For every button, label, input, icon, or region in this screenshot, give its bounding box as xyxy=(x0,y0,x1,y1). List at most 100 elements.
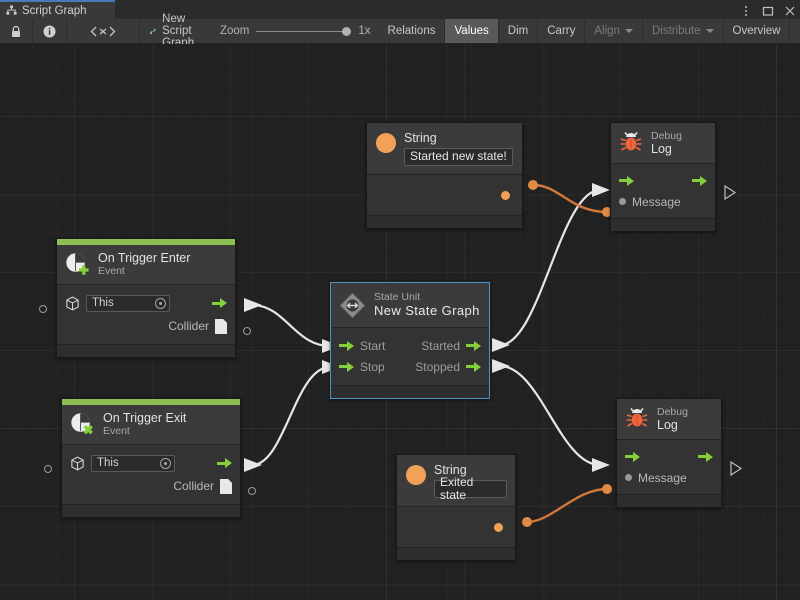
window-maximize-button[interactable] xyxy=(762,4,774,16)
bug-icon xyxy=(626,408,648,427)
target-input-port[interactable] xyxy=(44,465,52,473)
toolbar-button-overview[interactable]: Overview xyxy=(723,19,791,43)
zoom-slider[interactable] xyxy=(256,25,352,37)
node-subtitle: State Unit xyxy=(374,291,421,303)
node-on-trigger-exit[interactable]: On Trigger Exit Event This xyxy=(44,398,256,519)
toolbar-button-align[interactable]: Align xyxy=(585,19,643,43)
toolbar-button-distribute[interactable]: Distribute xyxy=(642,19,724,43)
graph-canvas[interactable]: String Started new state! Deb xyxy=(0,44,800,600)
trigger-flow-output-port[interactable] xyxy=(217,458,232,469)
object-picker-icon[interactable] xyxy=(160,457,171,469)
target-row: This xyxy=(62,451,240,475)
message-port-row: Message xyxy=(617,467,721,488)
toolbar-button-full-scr[interactable]: Full Scr xyxy=(790,19,800,43)
state-unit-icon xyxy=(339,292,366,318)
flow-out-stub-icon[interactable] xyxy=(729,461,743,476)
event-accent-bar xyxy=(57,239,235,245)
zoom-value: 1x xyxy=(358,25,371,37)
close-icon xyxy=(785,6,795,15)
target-input-port[interactable] xyxy=(39,305,47,313)
node-header[interactable]: String Exited state xyxy=(397,455,515,508)
message-input-port[interactable] xyxy=(619,198,626,206)
port-label-stop: Stop xyxy=(360,359,385,374)
lock-button[interactable] xyxy=(0,19,33,43)
node-title: New State Graph xyxy=(374,303,480,319)
target-value: This xyxy=(92,297,114,310)
node-string-top[interactable]: String Started new state! xyxy=(366,122,523,230)
flow-out-stub-icon[interactable] xyxy=(723,185,737,200)
object-picker-icon[interactable] xyxy=(155,297,166,309)
node-header[interactable]: On Trigger Enter Event xyxy=(57,245,235,286)
enter-flow-input-port[interactable] xyxy=(625,451,640,462)
collider-output-port[interactable] xyxy=(243,327,251,335)
node-title: String xyxy=(404,131,437,145)
window-close-button[interactable] xyxy=(784,4,796,16)
value-output-port[interactable] xyxy=(494,523,503,533)
node-header[interactable]: State Unit New State Graph xyxy=(331,283,489,328)
target-object-field[interactable]: This xyxy=(86,294,170,312)
node-state-unit[interactable]: State Unit New State Graph Start Started xyxy=(330,282,490,399)
node-subtitle: Event xyxy=(98,265,125,278)
collider-row: Collider xyxy=(57,315,235,337)
node-header[interactable]: On Trigger Exit Event xyxy=(62,405,240,446)
string-value-icon xyxy=(376,133,396,153)
node-footer xyxy=(397,547,515,561)
message-input-port[interactable] xyxy=(625,474,632,482)
zoom-control[interactable]: Zoom 1x xyxy=(212,19,379,43)
node-string-bottom[interactable]: String Exited state xyxy=(396,454,516,562)
toolbar-button-dim[interactable]: Dim xyxy=(498,19,539,43)
exit-flow-output-port[interactable] xyxy=(692,175,707,186)
collider-output-icon[interactable] xyxy=(220,478,232,494)
start-flow-input-port[interactable] xyxy=(339,340,354,351)
toolbar-button-label: Relations xyxy=(387,25,436,37)
kebab-menu-icon xyxy=(745,5,747,16)
string-value-input[interactable]: Exited state xyxy=(434,475,507,502)
window-menu-button[interactable] xyxy=(740,4,752,16)
tab-script-graph[interactable]: Script Graph xyxy=(0,0,115,19)
trigger-flow-output-port[interactable] xyxy=(212,298,227,309)
collider-output-icon[interactable] xyxy=(215,318,227,334)
zoom-slider-handle[interactable] xyxy=(342,27,352,36)
toolbar-button-label: Values xyxy=(454,25,489,37)
string-value-input[interactable]: Started new state! xyxy=(404,148,513,167)
tab-label: Script Graph xyxy=(22,4,87,17)
flow-port-row xyxy=(617,446,721,467)
node-subtitle: Event xyxy=(103,425,130,438)
node-title: Log xyxy=(657,418,678,433)
port-label-message: Message xyxy=(638,470,687,485)
target-object-field[interactable]: This xyxy=(91,454,175,472)
toolbar-button-label: Carry xyxy=(547,25,576,37)
node-header[interactable]: String Started new state! xyxy=(367,123,522,176)
collider-output-port[interactable] xyxy=(248,487,256,495)
script-graph-icon xyxy=(150,28,156,34)
toolbar-button-label: Dim xyxy=(507,25,529,37)
toolbar-button-label: Align xyxy=(594,25,620,37)
node-title: Log xyxy=(651,142,672,157)
toolbar-button-carry[interactable]: Carry xyxy=(538,19,586,43)
stop-flow-input-port[interactable] xyxy=(339,361,354,372)
source-code-button[interactable] xyxy=(67,19,140,43)
port-label-started: Started xyxy=(421,338,460,353)
started-flow-output-port[interactable] xyxy=(466,340,481,351)
enter-flow-input-port[interactable] xyxy=(619,175,634,186)
value-output-port[interactable] xyxy=(501,191,510,201)
stopped-flow-output-port[interactable] xyxy=(466,361,481,372)
graph-name-field[interactable]: New Script Graph xyxy=(140,13,212,49)
info-button[interactable] xyxy=(33,19,67,43)
node-footer xyxy=(331,385,489,398)
collider-row: Collider xyxy=(62,475,240,497)
node-header[interactable]: Debug Log xyxy=(611,123,715,165)
node-header[interactable]: Debug Log xyxy=(617,399,721,441)
gameobject-icon xyxy=(66,296,79,311)
port-label-collider: Collider xyxy=(168,319,209,334)
exit-flow-output-port[interactable] xyxy=(698,451,713,462)
target-row: This xyxy=(57,291,235,315)
node-on-trigger-enter[interactable]: On Trigger Enter Event This xyxy=(39,238,251,359)
graph-icon xyxy=(6,5,17,15)
node-debug-log-bottom[interactable]: Debug Log Message xyxy=(616,398,743,509)
node-debug-log-top[interactable]: Debug Log Message xyxy=(610,122,737,233)
node-title: On Trigger Exit xyxy=(103,411,187,425)
toolbar-button-values[interactable]: Values xyxy=(445,19,499,43)
toolbar-button-relations[interactable]: Relations xyxy=(378,19,446,43)
node-footer xyxy=(367,215,522,229)
